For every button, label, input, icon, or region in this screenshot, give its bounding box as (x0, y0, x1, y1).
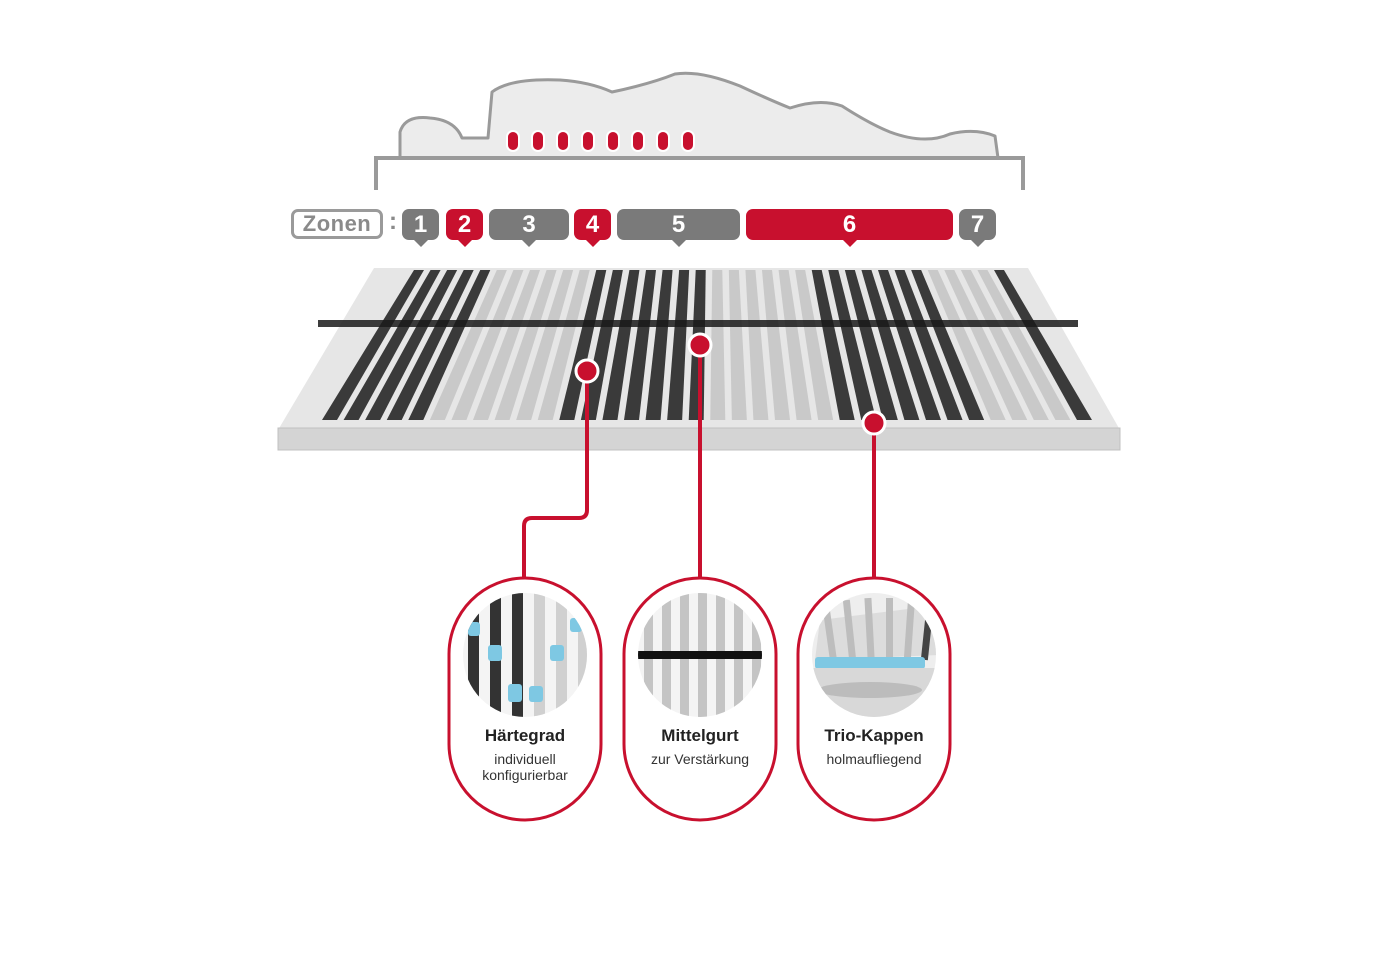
middle-belt-icon (638, 593, 762, 717)
feature-title: Trio-Kappen (824, 726, 924, 745)
spine-mark (606, 130, 620, 152)
slat (911, 270, 985, 420)
slat (559, 270, 607, 420)
slat (343, 270, 441, 420)
slat (944, 270, 1028, 420)
slat (894, 270, 963, 420)
slat (994, 270, 1092, 420)
slat (811, 270, 855, 420)
zone-7: 7 (959, 209, 996, 247)
slat (386, 270, 474, 420)
spine-mark (581, 130, 595, 152)
slat (429, 270, 507, 420)
slat (745, 270, 769, 420)
zones-separator: : (389, 208, 397, 235)
slat (365, 270, 458, 420)
zone-3: 3 (489, 209, 569, 247)
slat (667, 270, 690, 420)
slat (828, 270, 877, 420)
spine-mark (656, 130, 670, 152)
zone-2: 2 (446, 209, 483, 247)
zones-label: Zonen (291, 209, 383, 239)
spine-marks (506, 130, 695, 152)
spine-mark (631, 130, 645, 152)
feature-subtitle: konfigurierbar (482, 767, 568, 783)
feature-middle-belt: Mittelgurt zur Verstärkung (630, 726, 770, 767)
spine-mark (681, 130, 695, 152)
slat (516, 270, 574, 420)
slat (861, 270, 920, 420)
body-silhouette (398, 71, 1000, 160)
slat (927, 270, 1006, 420)
zone-1: 1 (402, 209, 439, 247)
slat-hardness-icon (463, 593, 587, 717)
feature-subtitle: individuell (494, 751, 556, 767)
zone-6: 6 (746, 209, 953, 247)
feature-subtitle: holmaufliegend (826, 751, 922, 767)
slat (645, 270, 673, 420)
spine-mark (556, 130, 570, 152)
body-bracket (374, 156, 1025, 190)
slat (878, 270, 941, 420)
slat (778, 270, 812, 420)
slat (537, 270, 590, 420)
slat (624, 270, 656, 420)
middle-belt (318, 320, 1078, 327)
feature-trio-caps: Trio-Kappen holmaufliegend (804, 726, 944, 767)
slat (977, 270, 1071, 420)
slat (795, 270, 834, 420)
slat (710, 270, 726, 420)
slat (762, 270, 790, 420)
slat (728, 270, 747, 420)
slat (473, 270, 540, 420)
spine-mark (531, 130, 545, 152)
spine-mark (506, 130, 520, 152)
slat (408, 270, 491, 420)
slat (602, 270, 640, 420)
slat (322, 270, 424, 420)
connector-lines (522, 345, 876, 580)
slat (494, 270, 557, 420)
feature-title: Härtegrad (484, 726, 566, 745)
feature-subtitle: zur Verstärkung (650, 751, 750, 767)
feature-title: Mittelgurt (661, 726, 739, 745)
zone-4: 4 (574, 209, 611, 247)
feature-hardness: Härtegrad individuell konfigurierbar (455, 726, 595, 783)
slat (844, 270, 898, 420)
slat (960, 270, 1049, 420)
connector-dots (574, 332, 887, 436)
slat (451, 270, 524, 420)
zone-5: 5 (617, 209, 740, 247)
